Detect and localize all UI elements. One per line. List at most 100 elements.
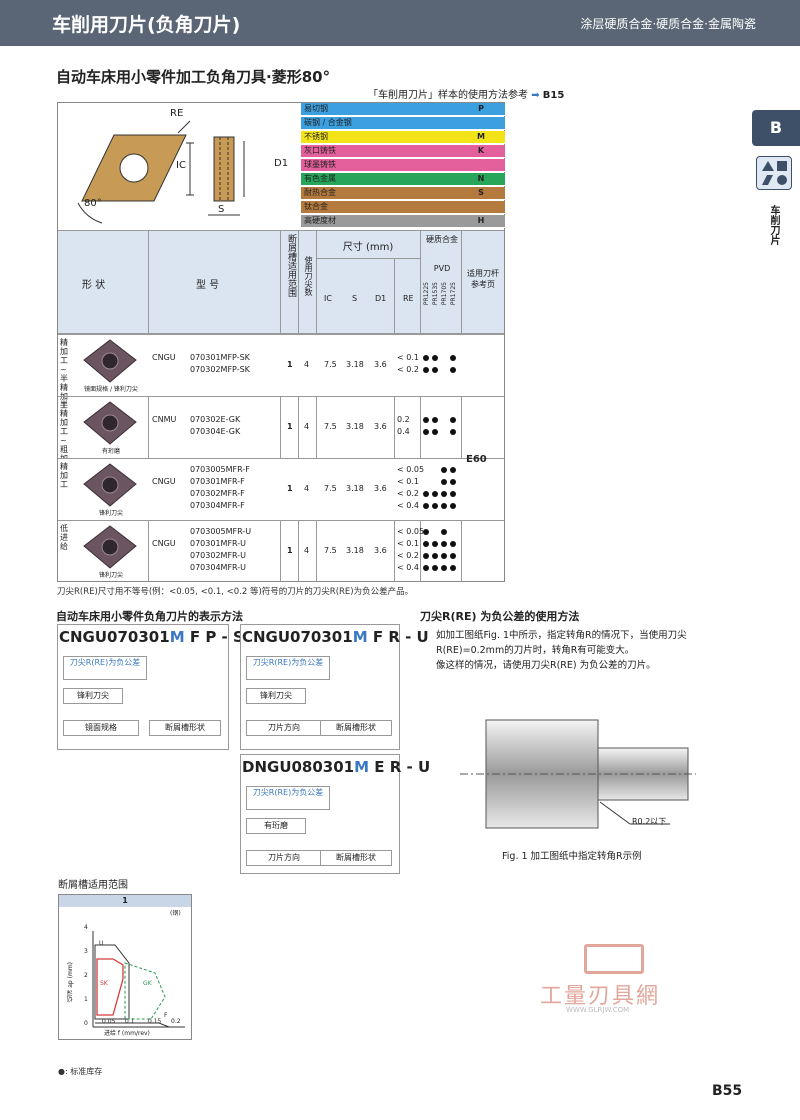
col-shape: 形 状 (82, 280, 106, 291)
chart-xtick: 0.2 (171, 1018, 181, 1025)
material-tag: P (457, 103, 505, 115)
row-re: < 0.2 (397, 489, 419, 498)
product-table (57, 102, 505, 582)
insert-type: CNGU (152, 539, 176, 548)
row-ic: 7.5 (324, 360, 337, 369)
model-number[interactable]: 070301MFP-SK (190, 353, 250, 362)
zone-sk: SK (100, 980, 108, 987)
chart-unit: (钢) (170, 910, 181, 917)
col-ic: IC (324, 294, 332, 303)
designation-label: 刀尖R(RE)为负公差 (63, 656, 147, 680)
col-carbide: 硬质合金 (426, 235, 458, 244)
reference-page: B15 (542, 90, 565, 101)
model-number[interactable]: 070302MFP-SK (190, 365, 250, 374)
tolerance-title: 刀尖R(RE) 为负公差的使用方法 (420, 610, 580, 623)
row-edges: 4 (304, 360, 310, 369)
col-holder: 适用刀杆参考页 (467, 269, 499, 289)
model-number[interactable]: 0703005MFR-F (190, 465, 250, 474)
designation-code: CNGU070301M F R - U (242, 628, 429, 646)
holder-ref[interactable]: E60 (466, 454, 487, 465)
designation-label: 锋利刀尖 (63, 688, 123, 704)
arrow-icon: ➡ (531, 90, 540, 101)
table-header (58, 230, 504, 333)
chart-ytick: 0 (84, 1020, 88, 1027)
stock-dot (450, 553, 456, 559)
designation-label: 断屑槽形状 (149, 720, 221, 736)
stock-dot (450, 565, 456, 571)
grade-col: PR1225 (423, 282, 430, 306)
chipbreaker-title: 断屑槽适用范围 (58, 880, 128, 891)
table-row (58, 334, 504, 396)
row-re: < 0.05 (397, 465, 425, 474)
col-re: RE (403, 294, 414, 303)
insert-caption: 镜面规格 / 锋利刀尖 (84, 386, 138, 393)
grade-col: PR1725 (450, 282, 457, 306)
row-re: < 0.2 (397, 365, 419, 374)
stock-dot (441, 491, 447, 497)
model-number[interactable]: 070304MFR-U (190, 563, 247, 572)
header-subtitle: 涂层硬质合金·硬质合金·金属陶瓷 (580, 17, 756, 31)
stock-dot (423, 491, 429, 497)
stock-dot (432, 503, 438, 509)
row-edges: 4 (304, 484, 310, 493)
stock-dot (441, 529, 447, 535)
material-tag: N (457, 173, 505, 185)
row-d1: 3.6 (374, 360, 387, 369)
row-re: < 0.4 (397, 501, 419, 510)
stock-dot (423, 429, 429, 435)
insert-type: CNMU (152, 415, 177, 424)
zone-gk: GK (143, 980, 152, 987)
row-re: < 0.05 (397, 527, 425, 536)
insert-caption: 有珩磨 (101, 448, 120, 455)
model-number[interactable]: 070302MFR-U (190, 551, 247, 560)
row-re: < 0.2 (397, 551, 419, 560)
model-number[interactable]: 070302E-GK (190, 415, 241, 424)
section-tab-b[interactable]: B (752, 110, 800, 146)
stock-dot (423, 367, 429, 373)
fig1-caption: Fig. 1 加工图纸中指定转角R示例 (502, 851, 642, 862)
stock-dot (450, 491, 456, 497)
zone-f: F (164, 1012, 168, 1019)
watermark-name: 工量刃具網 (540, 984, 661, 1009)
designation-label: 锋利刀尖 (246, 688, 306, 704)
stock-dot (441, 565, 447, 571)
section-title: 自动车床用小零件加工负角刀具·菱形80° (56, 68, 331, 86)
stock-dot (432, 355, 438, 361)
stock-dot (450, 467, 456, 473)
insert-diagram (58, 103, 301, 229)
row-re: 0.4 (397, 427, 410, 436)
model-number[interactable]: 070301MFR-U (190, 539, 247, 548)
row-s: 3.18 (346, 484, 364, 493)
row-edges: 4 (304, 422, 310, 431)
insert-photo (82, 400, 138, 450)
material-row: 球墨铸铁 (301, 159, 505, 172)
side-label: 车削刀片 (768, 205, 779, 245)
row-d1: 3.6 (374, 484, 387, 493)
grade-col: PR1705 (441, 282, 448, 306)
model-number[interactable]: 070304MFR-F (190, 501, 245, 510)
model-number[interactable]: 070301MFR-F (190, 477, 245, 486)
material-tag: K (457, 145, 505, 157)
chart-xlabel: 进给 f (mm/rev) (104, 1030, 150, 1037)
designation-label: 镜面规格 (63, 720, 139, 736)
page-number: B55 (712, 1083, 743, 1099)
model-number[interactable]: 070304E-GK (190, 427, 241, 436)
page-title: 车削用刀片(负角刀片) (52, 14, 241, 36)
reference-note[interactable]: 「车削用刀片」样本的使用方法参考 ➡ B15 (368, 86, 564, 101)
model-number[interactable]: 0703005MFR-U (190, 527, 252, 536)
stock-dot (432, 429, 438, 435)
row-ic: 7.5 (324, 484, 337, 493)
col-range: 断屑槽适用范围 (286, 234, 296, 297)
col-edges: 使用刀尖数 (304, 256, 313, 296)
model-number[interactable]: 070302MFR-F (190, 489, 245, 498)
stock-dot (432, 553, 438, 559)
insert-photo (82, 462, 138, 512)
stock-dot (441, 479, 447, 485)
insert-top-view (81, 134, 187, 202)
row-edges: 4 (304, 546, 310, 555)
